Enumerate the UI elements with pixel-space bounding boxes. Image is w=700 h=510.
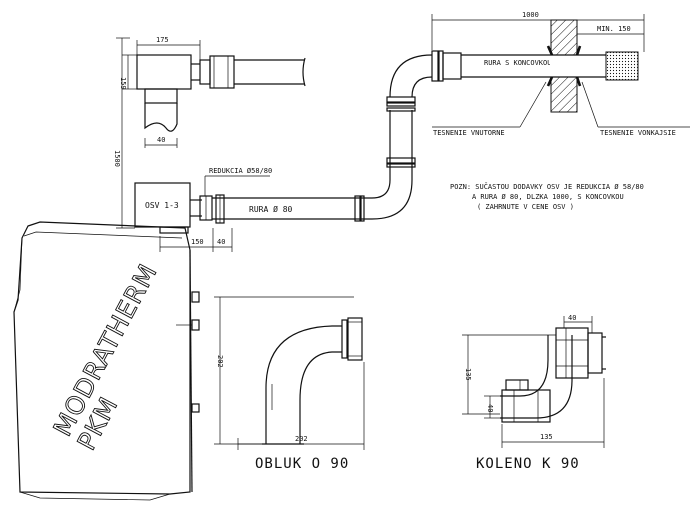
osv-label: OSV 1-3 <box>145 201 179 210</box>
seal-inner-label: TESNENIE VNUTORNE <box>433 129 505 137</box>
note-line1: POZN: SUČASTOU DODAVKY OSV JE REDUKCIA Ø… <box>450 182 644 191</box>
dim-min150: MIN. 150 <box>597 25 631 33</box>
osv-upper-unit: 40 175 159 1500 <box>113 36 306 229</box>
seal-outer-label: TESNENIE VONKAJSIE <box>600 129 676 137</box>
dim-150-bottom: 150 <box>191 238 204 246</box>
dim-40-bottom: 40 <box>217 238 225 246</box>
koleno-elbow-drawing: 40 135 40 135 KOLENO K 90 <box>462 314 606 472</box>
koleno-dim-135-horizontal: 135 <box>540 433 553 441</box>
connector-3 <box>191 403 200 413</box>
pipe-with-end-label: RURA S KONCOVKOU <box>484 59 551 67</box>
obluk-dim-horizontal: 202 <box>295 435 308 443</box>
koleno-dim-135-vertical: 135 <box>464 368 472 381</box>
dim-1000: 1000 <box>522 11 539 19</box>
boiler-body: MODRATHERM PKM <box>13 221 200 501</box>
obluk-title: OBLUK O 90 <box>255 456 349 472</box>
note-block: POZN: SUČASTOU DODAVKY OSV JE REDUKCIA Ø… <box>450 182 644 211</box>
dim-40-top: 40 <box>157 136 165 144</box>
reduction-label: REDUKCIA Ø58/80 <box>209 167 272 175</box>
dim-175: 175 <box>156 36 169 44</box>
connector-2 <box>191 319 200 331</box>
note-line3: ( ZAHRNUTE V CENE OSV ) <box>477 203 574 211</box>
flue-pipe: RURA Ø 80 RURA S KONCOVKOU <box>212 11 690 224</box>
dim-1500: 1500 <box>113 150 121 167</box>
obluk-dim-vertical: 202 <box>216 355 224 368</box>
koleno-dim-40-top: 40 <box>568 314 576 322</box>
bottom-dimensions: 150 40 <box>159 228 233 252</box>
dim-159: 159 <box>119 77 127 90</box>
obluk-bend-drawing: 202 202 OBLUK O 90 <box>214 296 365 472</box>
terminal-cap <box>605 51 639 81</box>
koleno-dim-40-small: 40 <box>486 404 494 412</box>
koleno-title: KOLENO K 90 <box>476 456 580 472</box>
reduction-annotation: REDUKCIA Ø58/80 <box>204 167 272 196</box>
connector-1 <box>191 291 200 303</box>
osv-unit: OSV 1-3 <box>134 182 213 234</box>
note-line2: A RURA Ø 80, DLZKA 1000, S KONCOVKOU <box>472 193 624 201</box>
pipe-80-label: RURA Ø 80 <box>249 204 293 214</box>
